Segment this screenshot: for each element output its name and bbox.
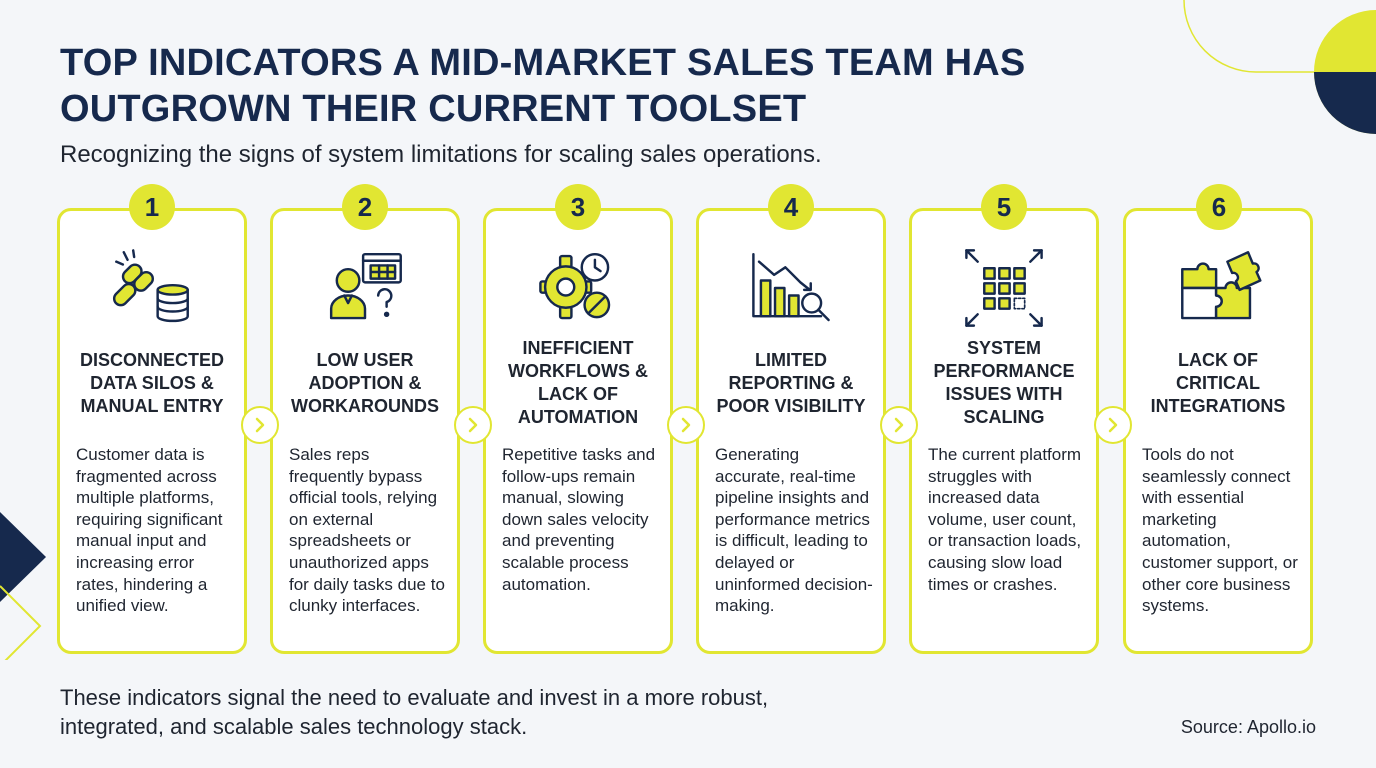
card-description: Generating accurate, real-time pipeline … <box>715 445 873 616</box>
page-subtitle: Recognizing the signs of system limitati… <box>60 141 822 168</box>
indicator-card-5: SYSTEM PERFORMANCE ISSUES WITH SCALING T… <box>909 208 1099 654</box>
declining-chart-magnifier-icon <box>744 241 838 335</box>
card-description: Sales reps frequently bypass official to… <box>289 445 445 616</box>
card-title: LIMITED REPORTING & POOR VISIBILITY <box>716 349 866 416</box>
indicator-card-1: DISCONNECTED DATA SILOS & MANUAL ENTRY C… <box>57 208 247 654</box>
card-number-badge: 4 <box>768 184 814 230</box>
chevron-right-icon <box>880 406 918 444</box>
indicator-card-2: LOW USER ADOPTION & WORKAROUNDS Sales re… <box>270 208 460 654</box>
title-line-2: OUTGROWN THEIR CURRENT TOOLSET <box>60 88 807 130</box>
chevron-right-icon <box>1094 406 1132 444</box>
card-description: Tools do not seamlessly connect with ess… <box>1142 445 1298 616</box>
conclusion-text: These indicators signal the need to eval… <box>60 683 768 741</box>
chevron-right-icon <box>241 406 279 444</box>
card-description: Repetitive tasks and follow-ups remain m… <box>502 445 656 594</box>
broken-link-database-icon <box>105 241 199 335</box>
top-right-decoration <box>1183 0 1376 134</box>
card-title: DISCONNECTED DATA SILOS & MANUAL ENTRY <box>79 349 224 416</box>
page-title: TOP INDICATORS A MID-MARKET SALES TEAM H… <box>60 40 1140 132</box>
grid-expand-icon <box>957 241 1051 335</box>
chevron-right-icon <box>454 406 492 444</box>
title-line-1: TOP INDICATORS A MID-MARKET SALES TEAM H… <box>60 42 1026 84</box>
indicator-card-3: INEFFICIENT WORKFLOWS & LACK OF AUTOMATI… <box>483 208 673 654</box>
gear-clock-blocked-icon <box>531 241 625 335</box>
chevron-right-icon <box>667 406 705 444</box>
conclusion-line-2: integrated, and scalable sales technolog… <box>60 714 528 739</box>
card-title: LACK OF CRITICAL INTEGRATIONS <box>1150 349 1286 416</box>
card-title: INEFFICIENT WORKFLOWS & LACK OF AUTOMATI… <box>508 338 648 427</box>
card-description: Customer data is fragmented across multi… <box>76 445 223 616</box>
left-decoration <box>0 512 46 660</box>
user-question-app-icon <box>318 241 412 335</box>
card-title: SYSTEM PERFORMANCE ISSUES WITH SCALING <box>933 338 1075 427</box>
source-credit: Source: Apollo.io <box>1180 717 1316 737</box>
indicator-card-6: LACK OF CRITICAL INTEGRATIONS Tools do n… <box>1123 208 1313 654</box>
indicator-card-4: LIMITED REPORTING & POOR VISIBILITY Gene… <box>696 208 886 654</box>
card-number-badge: 3 <box>555 184 601 230</box>
card-description: The current platform struggles with incr… <box>928 445 1082 594</box>
card-number-badge: 6 <box>1196 184 1242 230</box>
card-title: LOW USER ADOPTION & WORKAROUNDS <box>291 349 439 416</box>
conclusion-line-1: These indicators signal the need to eval… <box>60 685 769 710</box>
card-number-badge: 2 <box>342 184 388 230</box>
puzzle-missing-piece-icon <box>1171 241 1265 335</box>
card-number-badge: 1 <box>129 184 175 230</box>
card-number-badge: 5 <box>981 184 1027 230</box>
